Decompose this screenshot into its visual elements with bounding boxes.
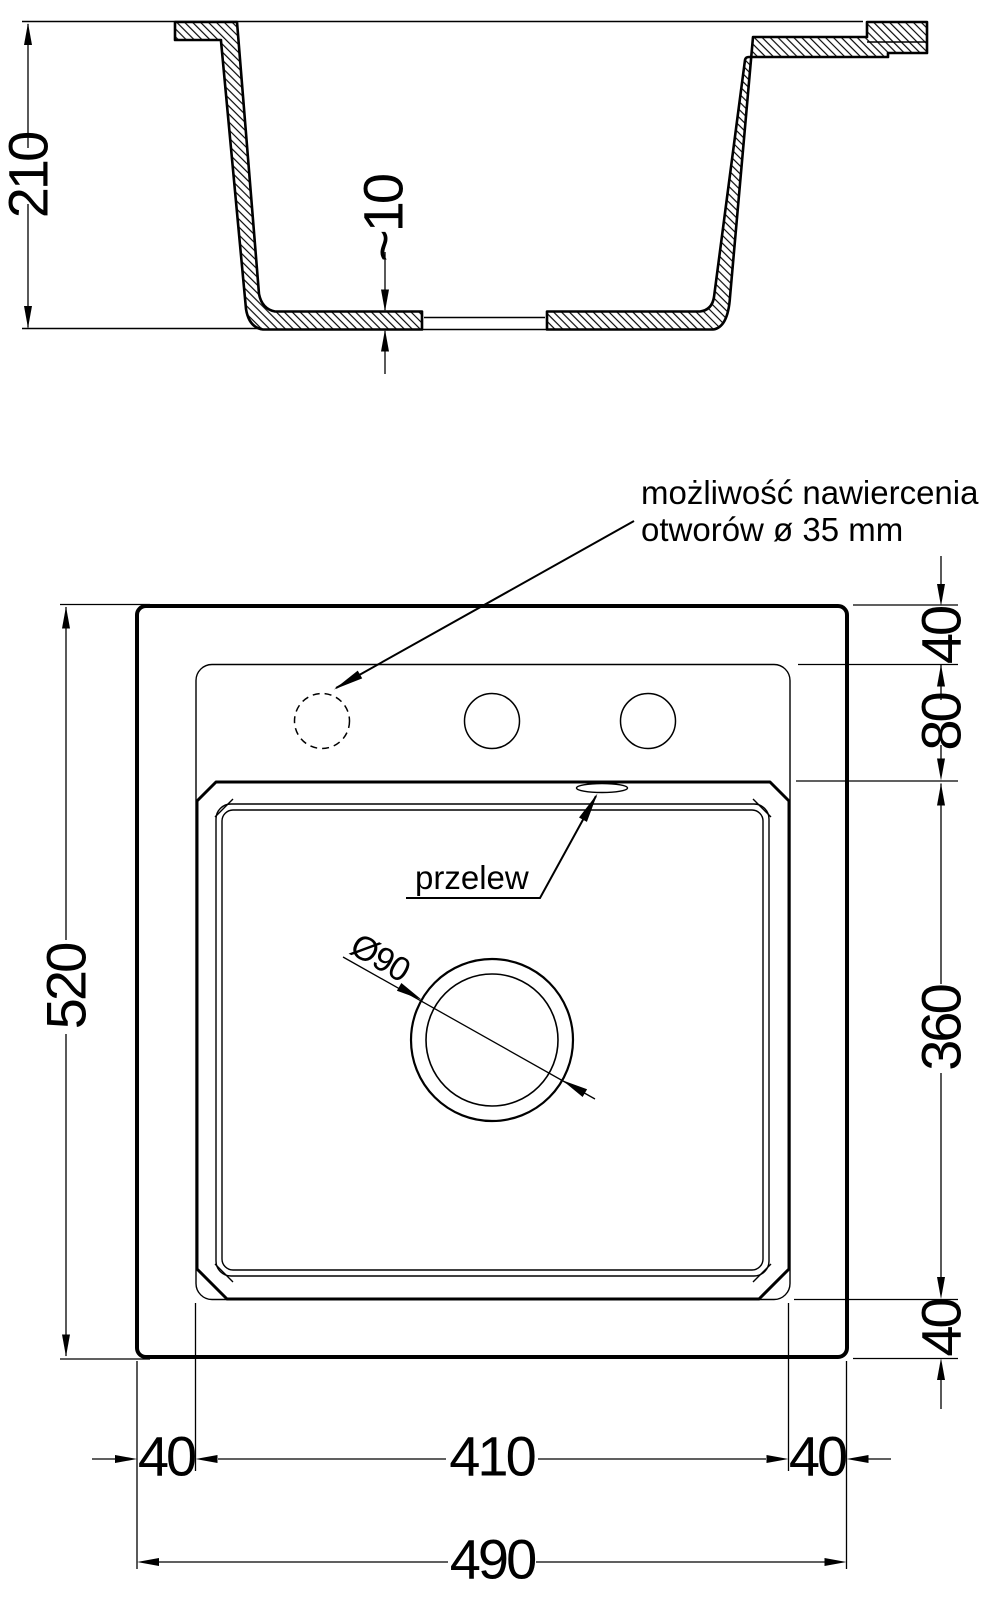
dim-holes-zone-label: 80 [910,694,973,751]
dim-rim-offset-top-label: 40 [910,607,973,664]
arrow-icon [562,1080,588,1098]
arrow-left-icon [195,1455,218,1463]
arrow-down-icon [937,758,945,781]
drill-note-callout: możliwość nawiercenia otworów ø 35 mm [334,474,979,690]
arrow-down-icon [937,1277,945,1299]
arrow-up-icon [937,664,945,687]
arrow-left-icon [846,1455,869,1463]
overflow-label: przelew [415,859,529,896]
dim-section-height: 210 [0,23,60,328]
dim-drain-diameter: Ø90 [342,926,596,1100]
optional-drill-hole-dashed [293,692,351,750]
dim-basin-width-label: 410 [449,1425,534,1488]
drain-outer-circle [409,957,575,1123]
dim-rim-offset-left-label: 40 [138,1425,195,1488]
dim-drain-diameter-label: Ø90 [344,926,416,990]
arrow-down-icon [24,306,32,328]
arrow-up-icon [937,783,945,806]
arrow-right-icon [766,1455,789,1463]
basin-corner-bevel-lines [214,798,772,1283]
basin-inner-line-inner [221,809,764,1271]
drill-note-line1: możliwość nawiercenia [641,474,979,511]
arrow-icon [396,982,422,1000]
arrow-up-icon [937,1358,945,1380]
dim-bottom-thickness-label: ~10 [352,175,415,262]
dim-chain-right: 40 80 360 40 [794,556,973,1409]
arrow-icon [579,793,598,822]
arrow-left-icon [137,1558,159,1566]
sink-outer-outline [135,604,849,1359]
sink-rim-line [195,663,791,1301]
dim-bottom-thickness: ~10 [352,175,415,374]
dim-chain-bottom: 40 410 40 490 [92,1303,891,1591]
dim-plan-height: 520 [35,603,150,1360]
faucet-hole-right [619,692,677,750]
drill-note-line2: otworów ø 35 mm [641,511,903,548]
arrow-up-icon [381,329,389,352]
drain-inner-circle [425,973,559,1107]
section-left-wall [173,20,424,331]
arrow-up-icon [62,606,70,629]
arrow-down-icon [62,1334,70,1357]
basin-inner-line-outer [215,803,770,1277]
arrow-up-icon [24,23,32,45]
section-right-wall [545,20,929,331]
arrow-down-icon [937,584,945,606]
dim-overall-width-label: 490 [450,1528,535,1591]
dim-rim-offset-right-label: 40 [789,1425,846,1488]
dim-section-height-label: 210 [0,133,60,218]
dim-plan-height-label: 520 [35,944,98,1029]
overflow-callout: przelew [406,793,598,899]
dim-rim-offset-bottom-label: 40 [910,1300,973,1357]
arrow-down-icon [381,289,389,312]
plan-view: Ø90 przelew możliwość nawiercenia otworó… [35,474,980,1591]
cross-section-view: 210 ~10 [0,20,929,374]
faucet-hole-center [463,692,521,750]
basin-outline [195,780,791,1301]
arrow-right-icon [115,1455,137,1463]
arrow-right-icon [824,1558,847,1566]
dim-basin-height-label: 360 [910,985,973,1070]
arrow-icon [334,670,363,690]
overflow-slot [575,782,629,794]
